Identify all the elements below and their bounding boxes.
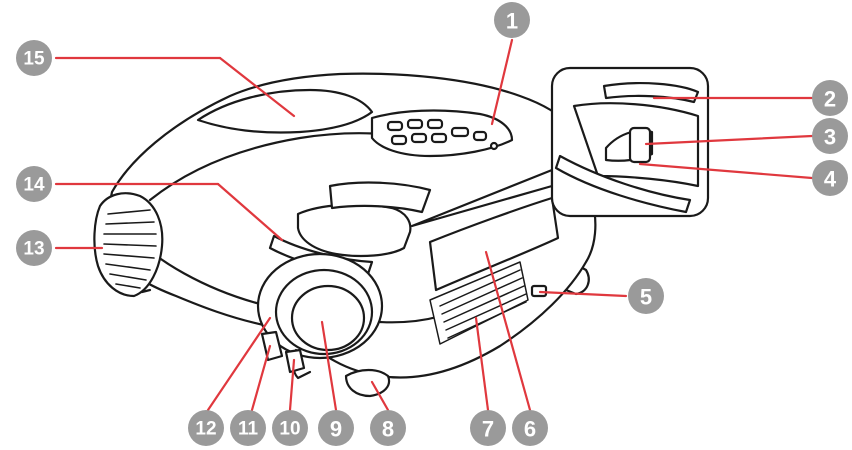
control-panel xyxy=(370,109,514,158)
callout-badge-4: 4 xyxy=(812,160,848,196)
callout-line-15b xyxy=(218,56,296,118)
callout-number-10: 10 xyxy=(279,419,300,440)
callout-line-14b xyxy=(216,182,284,242)
callout-number-5: 5 xyxy=(640,285,652,310)
callout-number-6: 6 xyxy=(524,417,536,442)
callout-line-4 xyxy=(638,162,814,180)
callout-badge-11: 11 xyxy=(230,410,266,446)
callout-badge-3: 3 xyxy=(812,118,848,154)
callout-number-12: 12 xyxy=(195,419,216,440)
callout-badge-12: 12 xyxy=(188,410,224,446)
callout-line-10 xyxy=(288,358,296,412)
remote-receiver-front xyxy=(344,368,391,398)
callout-line-12 xyxy=(206,316,272,412)
left-vent xyxy=(93,192,164,298)
callout-badge-9: 9 xyxy=(318,410,354,446)
zoom-slot xyxy=(328,181,432,214)
callout-number-4: 4 xyxy=(824,167,837,192)
callout-number-11: 11 xyxy=(238,419,259,440)
callout-line-7 xyxy=(474,316,490,412)
callout-badge-10: 10 xyxy=(272,410,308,446)
callout-badge-7: 7 xyxy=(470,410,506,446)
lens-assembly xyxy=(256,252,384,380)
callout-number-15: 15 xyxy=(23,49,45,70)
callout-badge-13: 13 xyxy=(16,230,52,266)
callout-badges: 1 2 3 4 5 6 7 8 xyxy=(16,2,848,446)
callout-number-2: 2 xyxy=(824,87,836,112)
callout-line-6 xyxy=(484,250,532,412)
callout-line-3 xyxy=(644,134,814,146)
callout-badge-5: 5 xyxy=(628,278,664,314)
callout-number-3: 3 xyxy=(824,125,836,150)
security-slot xyxy=(530,284,548,298)
callout-number-9: 9 xyxy=(330,417,342,442)
callout-number-14: 14 xyxy=(23,175,45,196)
callout-number-8: 8 xyxy=(382,417,394,442)
callout-line-1 xyxy=(490,38,514,126)
lens-recess xyxy=(296,203,412,258)
callout-badge-14: 14 xyxy=(16,166,52,202)
callout-badge-8: 8 xyxy=(370,410,406,446)
callout-line-5 xyxy=(538,290,628,298)
projector-illustration xyxy=(93,72,597,398)
inset-front-trim xyxy=(554,154,692,214)
callout-number-7: 7 xyxy=(482,417,494,442)
right-vent xyxy=(429,261,529,345)
callout-badge-1: 1 xyxy=(494,2,530,38)
callout-line-9 xyxy=(320,320,338,412)
callout-line-8 xyxy=(370,380,390,412)
callout-line-11 xyxy=(250,344,272,412)
callout-badge-2: 2 xyxy=(812,80,848,116)
callout-lines xyxy=(54,38,814,412)
side-panel xyxy=(428,196,560,292)
callout-badge-6: 6 xyxy=(512,410,548,446)
callout-badge-15: 15 xyxy=(16,40,52,76)
callout-number-13: 13 xyxy=(23,239,44,260)
callout-number-1: 1 xyxy=(506,9,518,34)
inset-knob xyxy=(628,126,652,164)
